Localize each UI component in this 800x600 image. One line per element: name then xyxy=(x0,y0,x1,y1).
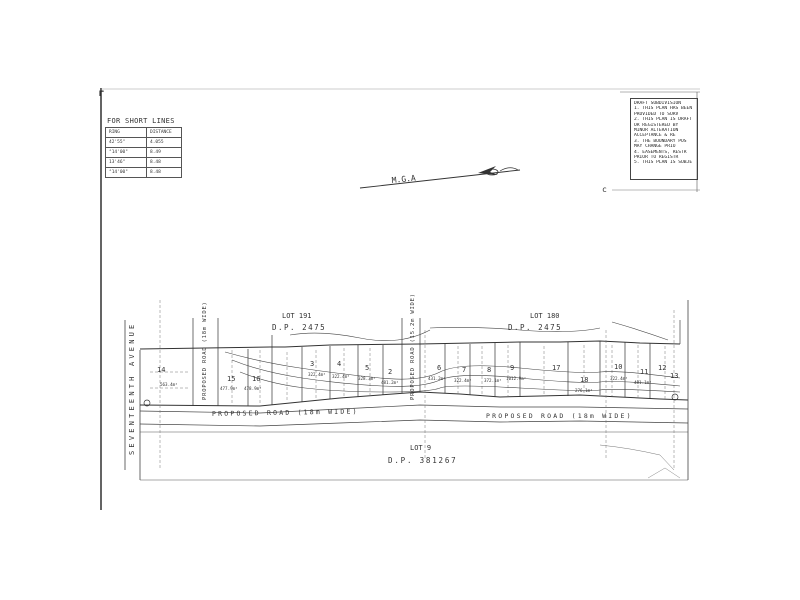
note-line: 5. THIS PLAN IS SUBJE xyxy=(634,160,693,166)
lot-number: 5 xyxy=(365,364,369,372)
north-arrow: M.G.A xyxy=(359,166,521,189)
short-lines-title: FOR SHORT LINES xyxy=(107,117,175,125)
lot-number: 10 xyxy=(614,363,622,371)
lot-number: 13 xyxy=(670,372,678,380)
short-lines-distance: 4.055 xyxy=(146,137,182,148)
lot-area: 276.1m² xyxy=(575,388,593,393)
lot-number: 2 xyxy=(388,368,392,376)
note-line: MAY CHANGE PRIO xyxy=(634,144,676,150)
short-lines-bearing: °14'00" xyxy=(105,167,147,178)
street-name: SEVENTEENTH AVENUE xyxy=(128,322,136,455)
short-lines-bearing: 13'46" xyxy=(105,157,147,168)
short-lines-bearing: °14'00" xyxy=(105,147,147,158)
lot-191-label: LOT 191 xyxy=(282,312,312,320)
corner-mark: r xyxy=(98,88,104,99)
top-boundary xyxy=(139,340,681,350)
lot-area: 322.4m² xyxy=(308,372,326,377)
stray-mark: c xyxy=(602,185,607,194)
note-line: 2. THIS PLAN IS DRAFT xyxy=(634,117,693,123)
lot-180-dp: D.P. 2475 xyxy=(508,323,562,332)
lot-9-label: LOT 9 xyxy=(410,444,431,452)
short-lines-distance: 8.48 xyxy=(146,167,182,178)
lot-labels: 14 563.4m² 15 477.9m² 16 478.9m² 3 322.4m² 4 322.… xyxy=(157,360,678,393)
short-lines-table: FOR SHORT LINES RING DISTANCE 42'55" 4.0… xyxy=(105,117,182,178)
lot-area: 478.9m² xyxy=(244,386,262,391)
lot-area: 481.1m² xyxy=(634,380,652,385)
lot-area: 322.4m² xyxy=(332,374,350,379)
contour-lines xyxy=(224,321,681,393)
lot-number: 8 xyxy=(487,366,491,374)
short-lines-distance: 8.49 xyxy=(146,147,182,158)
short-lines-header: RING xyxy=(105,127,147,138)
north-label: M.G.A xyxy=(391,174,416,185)
note-line: DRAFT SUBDIVISION xyxy=(634,101,682,106)
lot-area: 322.4m² xyxy=(454,378,472,383)
lots-bottom-boundary xyxy=(139,391,689,407)
lot-9-dp: D.P. 381267 xyxy=(388,456,457,465)
lot-number: 17 xyxy=(552,364,560,372)
note-line: OR REGISTERED BY xyxy=(634,122,679,128)
lot-area: 563.4m² xyxy=(160,382,178,387)
lot-number: 4 xyxy=(337,360,341,368)
lot-number: 18 xyxy=(580,376,588,384)
lot-area: 477.9m² xyxy=(220,386,238,391)
note-line: PROVIDED TO SURV xyxy=(634,111,679,117)
lot-number: 12 xyxy=(658,364,666,372)
lot-number: 15 xyxy=(227,375,235,383)
note-line: MINOR ALTERATION xyxy=(634,128,679,134)
road-label-main-right: PROPOSED ROAD (18m WIDE) xyxy=(486,412,633,420)
road-edge-upper xyxy=(139,404,689,414)
lot-number: 16 xyxy=(252,375,260,383)
road-label-left: PROPOSED ROAD (18m WIDE) xyxy=(202,301,208,400)
short-lines-bearing: 42'55" xyxy=(105,137,147,148)
lot-number: 9 xyxy=(510,364,514,372)
road-label-main: PROPOSED ROAD (18m WIDE) xyxy=(212,407,359,418)
note-line: 1. THIS PLAN HAS BEEN xyxy=(634,106,693,112)
lot-area: 322.4m² xyxy=(610,376,628,381)
lot-number: 14 xyxy=(157,366,165,374)
note-line: PRIOR TO REGISTR xyxy=(634,155,679,161)
road-label-centre: PROPOSED ROAD (15.2m WIDE) xyxy=(410,293,416,400)
lot-area: 1012.9m² xyxy=(506,376,526,381)
note-line: 3. THE BOUNDARY POS xyxy=(634,138,687,144)
plan-notes: DRAFT SUBDIVISION 1. THIS PLAN HAS BEEN … xyxy=(630,98,698,180)
lot-number: 6 xyxy=(437,364,441,372)
lot-180-label: LOT 180 xyxy=(530,312,560,320)
lot-area: 328.3m² xyxy=(358,376,376,381)
note-line: 4. EASEMENTS, RESTR xyxy=(634,149,687,155)
lot-number: 7 xyxy=(462,366,466,374)
lot-area: 481.2m² xyxy=(381,380,399,385)
lot-area: 372.1m² xyxy=(484,378,502,383)
short-lines-distance: 8.48 xyxy=(146,157,182,168)
short-lines-header: DISTANCE xyxy=(146,127,182,138)
note-line: ACCEPTANCE & RE xyxy=(634,133,676,139)
lot-191-dp: D.P. 2475 xyxy=(272,323,326,332)
lot-number: 11 xyxy=(640,368,648,376)
lot-number: 3 xyxy=(310,360,314,368)
road-edge-lower xyxy=(139,419,689,427)
lot-area: 431.2m² xyxy=(428,376,446,381)
